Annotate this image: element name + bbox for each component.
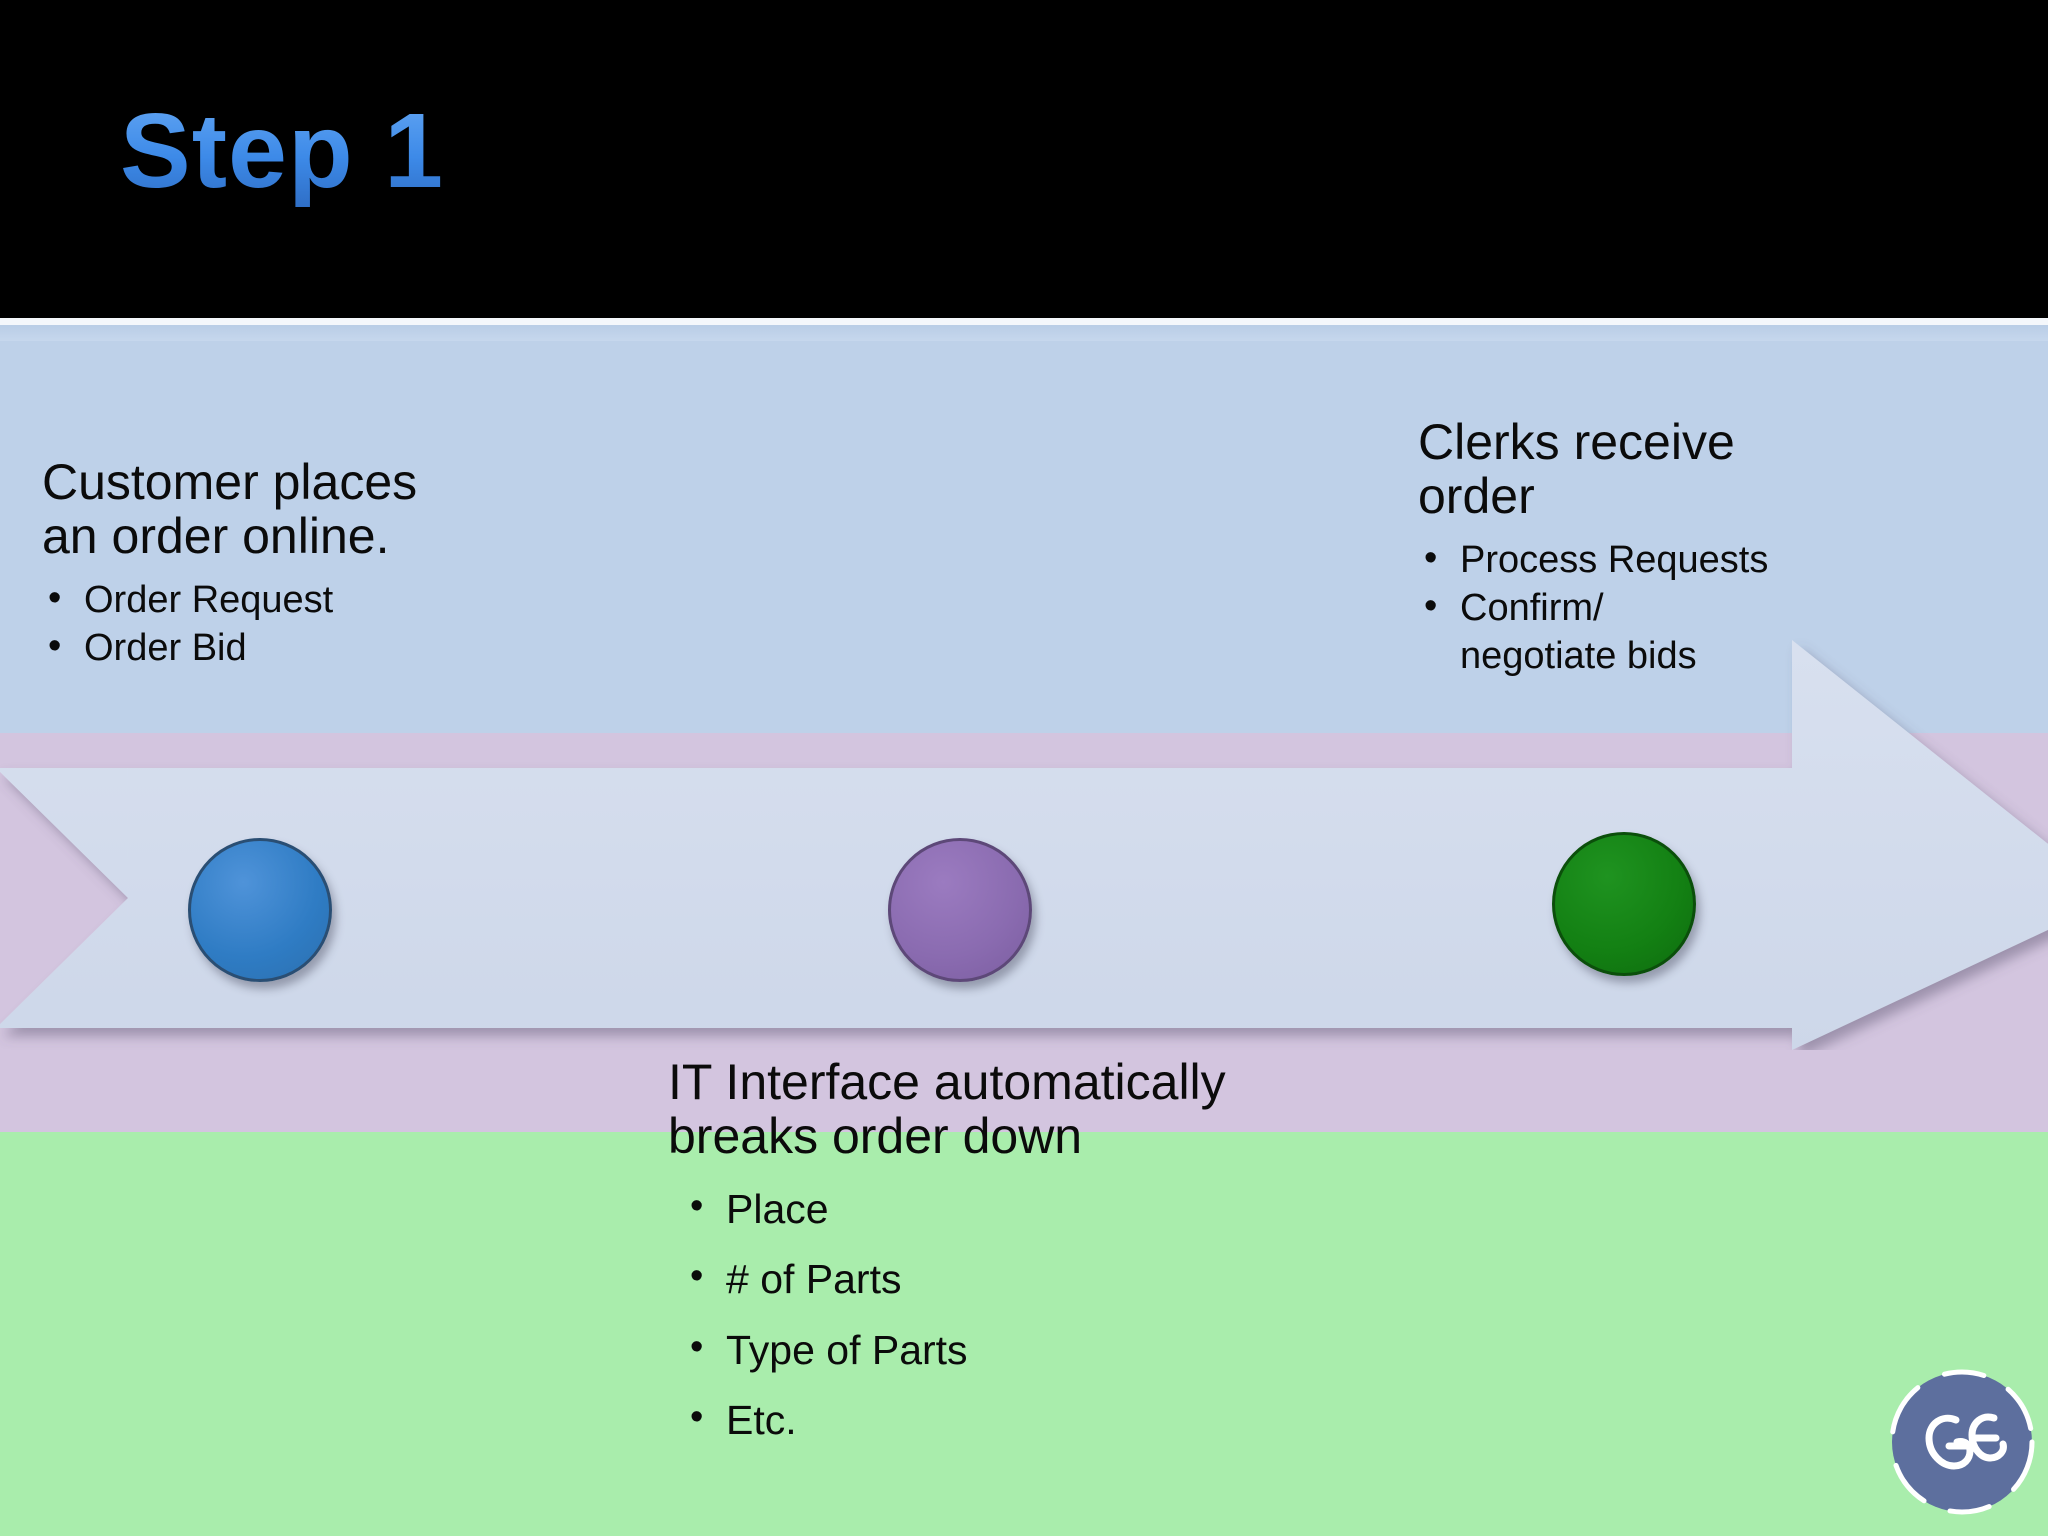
left-bullet-list: Order Request Order Bid	[42, 575, 562, 673]
left-text-block: Customer places an order online. Order R…	[42, 455, 562, 673]
list-item: Type of Parts	[684, 1324, 1428, 1396]
title-band: Step 1	[0, 0, 2048, 318]
right-text-block: Clerks receive order Process Requests Co…	[1418, 415, 1938, 681]
band-divider-highlight	[0, 318, 2048, 325]
list-item: Confirm/ negotiate bids	[1418, 583, 1938, 681]
list-item: Order Request	[42, 575, 562, 625]
stage-2-dot	[888, 838, 1032, 982]
right-bullet-list: Process Requests Confirm/ negotiate bids	[1418, 535, 1938, 681]
ge-logo	[1886, 1366, 2038, 1518]
stage-3-dot	[1552, 832, 1696, 976]
center-heading: IT Interface automatically breaks order …	[668, 1054, 1226, 1164]
center-bullet-list: Place # of Parts Type of Parts Etc.	[668, 1183, 1428, 1467]
stage-1-dot	[188, 838, 332, 982]
list-item: Process Requests	[1418, 535, 1938, 585]
list-item: Order Bid	[42, 623, 562, 673]
right-heading: Clerks receive order	[1418, 414, 1735, 524]
page-title: Step 1	[120, 92, 445, 210]
list-item: Etc.	[684, 1394, 1428, 1466]
list-item: # of Parts	[684, 1253, 1428, 1325]
band-divider-shadow	[0, 325, 2048, 341]
center-text-block: IT Interface automatically breaks order …	[668, 1055, 1428, 1467]
list-item: Place	[684, 1183, 1428, 1255]
left-heading: Customer places an order online.	[42, 454, 418, 564]
